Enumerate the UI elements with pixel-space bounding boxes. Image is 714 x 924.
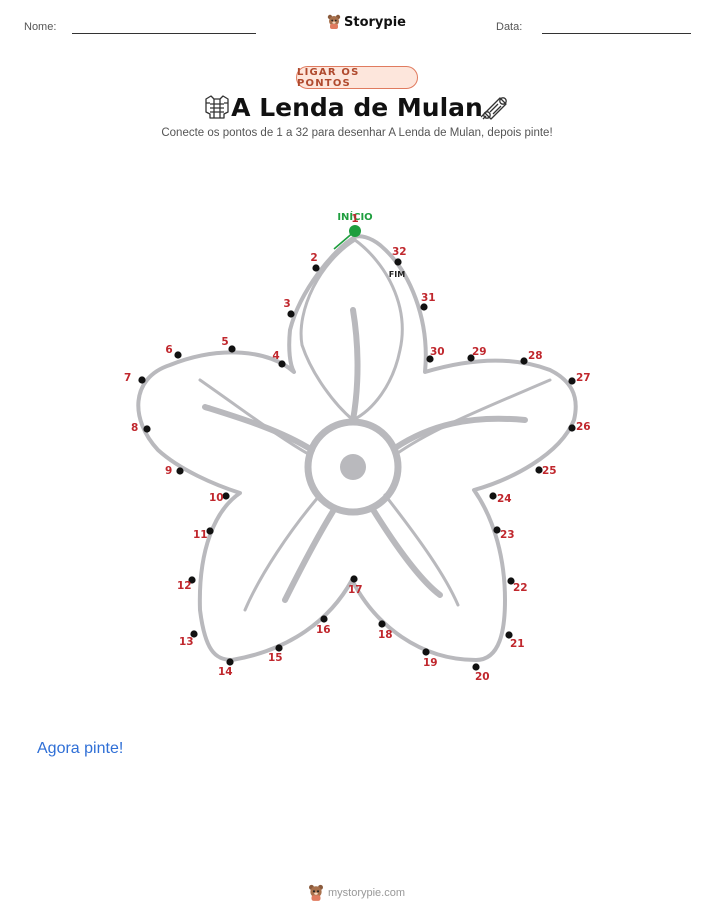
dot-number-22: 22: [513, 582, 528, 594]
dot-number-32: 32: [392, 246, 407, 258]
dot-number-20: 20: [475, 671, 490, 683]
dot-number-19: 19: [423, 657, 438, 669]
dot-28[interactable]: [520, 357, 528, 365]
dot-number-11: 11: [193, 529, 208, 541]
dot-15[interactable]: [275, 644, 283, 652]
dot-number-6: 6: [165, 344, 172, 356]
dot-31[interactable]: [420, 303, 428, 311]
dot-number-4: 4: [272, 350, 279, 362]
dot-number-2: 2: [310, 252, 317, 264]
dot-number-25: 25: [542, 465, 557, 477]
dot-3[interactable]: [287, 310, 295, 318]
dot-29[interactable]: [467, 354, 475, 362]
end-label: FIM: [389, 270, 405, 279]
dot-13[interactable]: [190, 630, 198, 638]
bear-mascot-icon: [309, 884, 323, 901]
dot-number-1: 1: [351, 213, 358, 225]
flower-outline: [136, 234, 578, 662]
dot-26[interactable]: [568, 424, 576, 432]
dot-12[interactable]: [188, 576, 196, 584]
dot-number-15: 15: [268, 652, 283, 664]
dot-number-29: 29: [472, 346, 487, 358]
dot-22[interactable]: [507, 577, 515, 585]
dot-7[interactable]: [138, 376, 146, 384]
dot-number-8: 8: [131, 422, 138, 434]
dot-18[interactable]: [378, 620, 386, 628]
dot-layer: 1234567891011121314151617181920212223242…: [124, 213, 591, 683]
coloring-prompt: Agora pinte!: [37, 740, 124, 757]
dot-number-31: 31: [421, 292, 436, 304]
dot-number-30: 30: [430, 346, 445, 358]
footer-url[interactable]: mystorypie.com: [328, 887, 406, 899]
dot-25[interactable]: [535, 466, 543, 474]
dot-number-14: 14: [218, 666, 233, 678]
dot-32[interactable]: [394, 258, 402, 266]
dot-24[interactable]: [489, 492, 497, 500]
brand-name: Storypie: [344, 14, 406, 30]
dot-number-24: 24: [497, 493, 512, 505]
dot-11[interactable]: [206, 527, 214, 535]
name-line[interactable]: [72, 33, 256, 34]
dot-17[interactable]: [350, 575, 358, 583]
bear-mascot-icon: [327, 14, 341, 29]
dot-4[interactable]: [278, 360, 286, 368]
scroll-icon: [480, 97, 507, 120]
dot-number-26: 26: [576, 421, 591, 433]
dot-10[interactable]: [222, 492, 230, 500]
dot-number-28: 28: [528, 350, 543, 362]
dot-number-18: 18: [378, 629, 393, 641]
armor-icon: [205, 95, 229, 119]
dot-number-17: 17: [348, 584, 363, 596]
instructions: Conecte os pontos de 1 a 32 para desenha…: [161, 127, 553, 139]
dot-number-9: 9: [165, 465, 172, 477]
dot-30[interactable]: [426, 355, 434, 363]
dot-5[interactable]: [228, 345, 236, 353]
dot-number-3: 3: [283, 298, 290, 310]
dot-8[interactable]: [143, 425, 151, 433]
dot-23[interactable]: [493, 526, 501, 534]
dot-number-5: 5: [221, 336, 228, 348]
footer: mystorypie.com: [308, 884, 405, 902]
name-label: Nome:: [24, 21, 57, 33]
dot-6[interactable]: [174, 351, 182, 359]
dot-number-12: 12: [177, 580, 192, 592]
dot-number-27: 27: [576, 372, 591, 384]
dot-21[interactable]: [505, 631, 513, 639]
dot-number-13: 13: [179, 636, 194, 648]
activity-badge: LIGAR OS PONTOS: [296, 66, 418, 89]
dot-number-7: 7: [124, 372, 131, 384]
dot-number-16: 16: [316, 624, 331, 636]
start-label: INÍCIO: [337, 210, 372, 223]
date-line[interactable]: [542, 33, 691, 34]
dot-14[interactable]: [226, 658, 234, 666]
start-marker[interactable]: [349, 225, 361, 237]
dot-20[interactable]: [472, 663, 480, 671]
dot-number-10: 10: [209, 492, 224, 504]
date-label: Data:: [496, 21, 523, 33]
page-title: A Lenda de Mulan: [231, 93, 483, 122]
dot-number-21: 21: [510, 638, 525, 650]
brand-logo: Storypie: [327, 14, 406, 30]
dot-16[interactable]: [320, 615, 328, 623]
dot-9[interactable]: [176, 467, 184, 475]
dot-number-23: 23: [500, 529, 515, 541]
dot-27[interactable]: [568, 377, 576, 385]
dot-19[interactable]: [422, 648, 430, 656]
dot-2[interactable]: [312, 264, 320, 272]
